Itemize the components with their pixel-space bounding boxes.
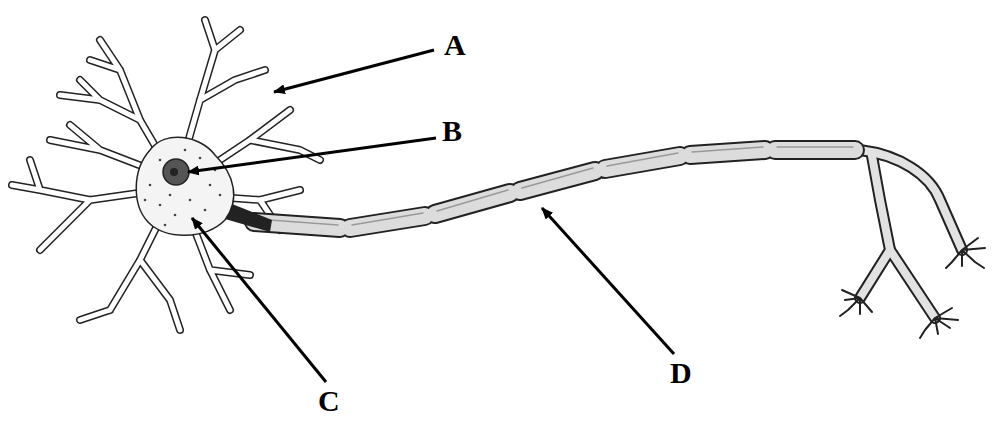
leader-arrows (188, 50, 674, 382)
cell-body (136, 137, 233, 235)
nucleus (163, 159, 189, 185)
part-label: A (444, 28, 466, 62)
dendrite-outline (12, 20, 320, 330)
part-label: D (670, 356, 692, 390)
myelin-sheath (254, 147, 855, 228)
terminal-fill (860, 150, 962, 318)
dendrite-fill (12, 20, 320, 330)
terminal-buttons (840, 238, 985, 338)
part-label: B (442, 114, 462, 148)
axon (215, 150, 860, 228)
cytoplasm-speckles (144, 149, 222, 227)
nucleolus (170, 168, 178, 176)
part-label: C (318, 384, 340, 418)
terminal-outline (860, 150, 962, 318)
